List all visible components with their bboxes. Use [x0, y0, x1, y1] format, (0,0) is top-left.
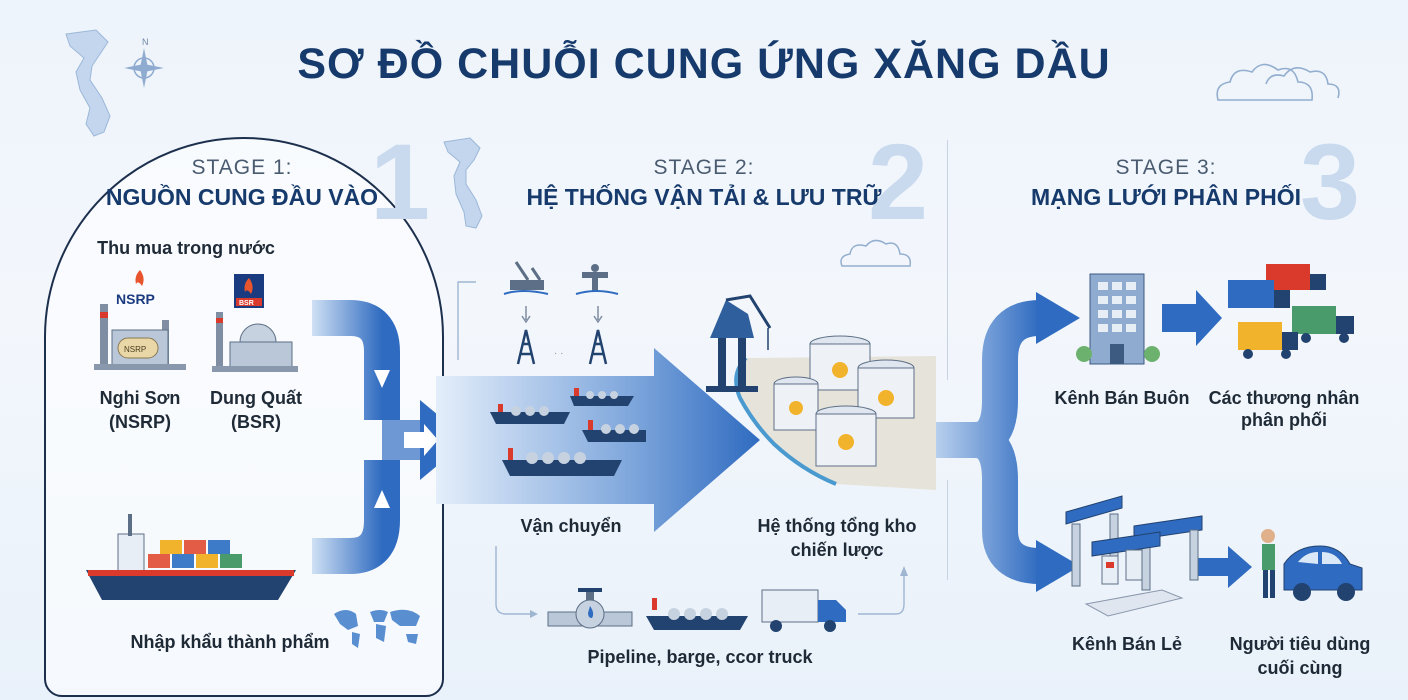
- stage2-number: 2: [868, 121, 929, 242]
- refinery-icon: BSR: [212, 274, 298, 372]
- distributors-line2: phân phối: [1241, 410, 1327, 430]
- page-title: SƠ ĐỒ CHUỖI CUNG ỨNG XĂNG DẦU: [297, 40, 1111, 88]
- stage2-title: HỆ THỐNG VẬN TẢI & LƯU TRỮ: [526, 184, 882, 210]
- vietnam-map-icon: [443, 137, 483, 229]
- storage-line2: chiến lược: [790, 540, 884, 560]
- tanker-ship-icon: [490, 388, 646, 476]
- svg-text:NSRP: NSRP: [124, 345, 146, 354]
- storage-tank-icon: [773, 335, 915, 467]
- bsr-logo: BSR: [239, 300, 254, 307]
- retail-label: Kênh Bán Lẻ: [1071, 634, 1182, 654]
- stage-divider: [947, 480, 948, 580]
- port-crane-icon: [706, 294, 772, 392]
- domestic-purchase-heading: Thu mua trong nước: [97, 238, 275, 258]
- distributors-line1: Các thương nhân: [1208, 388, 1360, 408]
- alt-transport-label: Pipeline, barge, ccor truck: [587, 647, 813, 667]
- world-map-icon: [334, 609, 420, 648]
- bsr-line2: (BSR): [231, 412, 281, 432]
- bsr-line1: Dung Quất: [210, 388, 302, 408]
- import-label: Nhập khẩu thành phẩm: [130, 632, 330, 652]
- pipeline-icon: [547, 588, 633, 629]
- gas-station-icon: [1065, 495, 1203, 617]
- stage2-label: STAGE 2:: [653, 156, 755, 179]
- stage1-title: NGUỒN CUNG ĐẦU VÀO: [105, 184, 379, 210]
- office-building-icon: [1076, 273, 1160, 365]
- consumer-line1: Người tiêu dùng: [1229, 634, 1371, 654]
- stage3-title: MẠNG LƯỚI PHÂN PHỐI: [1031, 184, 1301, 210]
- svg-text:· ·: · ·: [554, 348, 563, 359]
- truck-icon: [761, 589, 846, 632]
- distributor-trucks-icon: [1228, 264, 1354, 359]
- nsrp-logo: NSRP: [116, 291, 155, 307]
- refinery-icon: NSRP NSRP: [94, 270, 186, 370]
- stage1-label: STAGE 1:: [191, 156, 293, 179]
- svg-text:N: N: [142, 37, 149, 47]
- offshore-platform-icon: · ·: [503, 261, 619, 365]
- storage-line1: Hệ thống tổng kho: [757, 516, 917, 536]
- stage3-number: 3: [1300, 121, 1361, 242]
- vietnam-map-icon: [65, 29, 111, 137]
- cloud-icon: [1216, 63, 1340, 101]
- stage3-label: STAGE 3:: [1115, 156, 1217, 179]
- cargo-ship-icon: [86, 514, 296, 600]
- wholesale-label: Kênh Bán Buôn: [1054, 388, 1190, 408]
- port-storage-scene: [706, 294, 936, 490]
- stage-divider: [947, 140, 948, 380]
- consumer-line2: cuối cùng: [1257, 658, 1343, 678]
- transport-label: Vận chuyển: [520, 516, 622, 536]
- nsrp-line2: (NSRP): [109, 412, 171, 432]
- compass-icon: N: [124, 37, 164, 88]
- consumer-car-icon: [1261, 529, 1363, 601]
- nsrp-line1: Nghi Sơn: [99, 388, 181, 408]
- barge-icon: [646, 598, 748, 630]
- stage1-number: 1: [370, 121, 431, 242]
- cloud-icon: [840, 239, 912, 267]
